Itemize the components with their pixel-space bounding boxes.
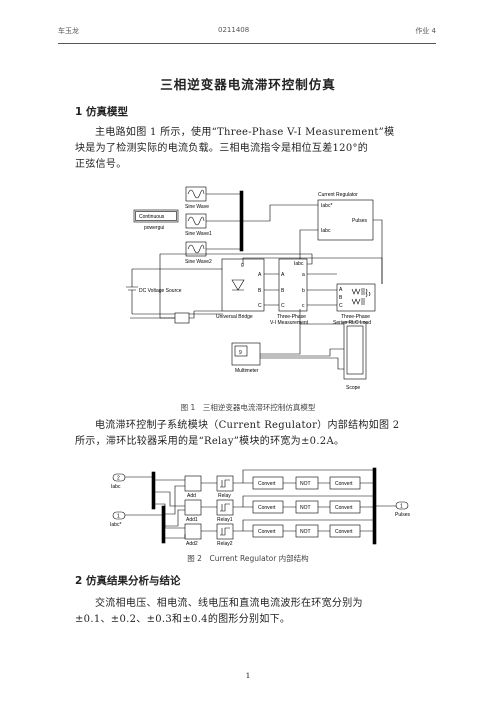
inport-2-number: 2 [117, 476, 120, 482]
vi-port-b: B [281, 288, 285, 294]
add2-label: Add2 [186, 541, 198, 547]
header-assignment: 作业 4 [415, 27, 436, 35]
inport-1-name: Iabc* [110, 522, 121, 528]
page-number: 1 [245, 671, 251, 680]
section-1-heading: 1 仿真模型 [75, 106, 128, 118]
para-line: 所示，滞环比较器采用的是“Relay”模块的环宽为±0.2A。 [75, 436, 345, 447]
header-id: 0211408 [218, 26, 250, 34]
not-block: NOT [300, 505, 311, 511]
page-header: 车玉龙 0211408 作业 4 [58, 26, 436, 40]
load-port-a: A [339, 287, 343, 293]
current-regulator-label: Current Regulator [318, 192, 358, 198]
para-line: 主电路如图 1 所示，使用“Three-Phase V-I Measuremen… [95, 127, 395, 138]
multimeter-value: 9 [239, 350, 242, 356]
para-line: ±0.1、±0.2、±0.3和±0.4的图形分别如下。 [75, 614, 291, 625]
cr-input-iabc: Iabc [321, 228, 331, 234]
inport-1-number: 1 [117, 514, 120, 520]
convert-block: Convert [258, 481, 276, 487]
header-rule [58, 43, 436, 44]
figure-1-caption: 图 1 三相逆变器电流滞环控制仿真模型 [180, 403, 316, 412]
vi-iabc-port: Iabc [294, 261, 304, 267]
vi-port-c-out: c [302, 303, 305, 309]
cr-output-pulses: Pulses [352, 218, 368, 224]
figure-2-caption: 图 2 Current Regulator 内部结构 [187, 554, 309, 563]
add1-label: Add1 [186, 517, 198, 523]
vi-port-c: C [281, 303, 285, 309]
section-1-paragraph-2: 电流滞环控制子系统模块（Current Regulator）内部结构如图 2 所… [75, 418, 427, 450]
multimeter-label: Multimeter [235, 368, 259, 374]
powergui-name: powergui [144, 225, 164, 231]
outport-1-name: Pulses [395, 512, 411, 518]
convert-block: Convert [258, 529, 276, 535]
outport-1-number: 1 [400, 504, 403, 510]
bridge-port-g: g [241, 262, 244, 268]
vi-measurement-label-2: V-I Measurement [270, 320, 309, 326]
convert-block: Convert [335, 529, 353, 535]
cr-input-iabc-ref: Iabc* [321, 203, 332, 209]
scope-label: Scope [346, 385, 360, 391]
para-line: 电流滞环控制子系统模块（Current Regulator）内部结构如图 2 [95, 420, 400, 431]
not-block: NOT [300, 529, 311, 535]
section-2-paragraph: 交流相电压、相电流、线电压和直流电流波形在环宽分别为 ±0.1、±0.2、±0.… [75, 596, 427, 628]
sine-wave2-label: Sine Wave2 [185, 259, 212, 265]
powergui-mode: Continuous [139, 214, 165, 220]
relay2-label: Relay2 [217, 541, 233, 547]
bridge-port-c: C [258, 303, 262, 309]
load-port-b: B [339, 295, 343, 301]
bridge-port-b: B [258, 288, 262, 294]
dc-source-label: DC Voltage Source [139, 288, 182, 294]
convert-block: Convert [335, 505, 353, 511]
vi-port-a-out: a [302, 272, 305, 278]
sine-wave1-label: Sine Wave1 [185, 231, 212, 237]
figure-2-diagram: 2 Iabc 1 Iabc* Add Add1 Add2 Relay Relay… [110, 467, 411, 547]
para-line: 块是为了检测实际的电流负载。三相电流指令是相位互差120°的 [75, 143, 369, 154]
add-label: Add [187, 493, 196, 499]
convert-block: Convert [335, 481, 353, 487]
section-1-paragraph-1: 主电路如图 1 所示，使用“Three-Phase V-I Measuremen… [75, 125, 427, 173]
figure-1-diagram: Continuous powergui Sine Wave Sine Wave1… [126, 186, 383, 391]
load-port-c: C [339, 303, 343, 309]
section-2-heading: 2 仿真结果分析与结论 [75, 575, 181, 587]
relay-label: Relay [218, 493, 231, 499]
load-label-1: Three-Phase [341, 314, 370, 320]
convert-block: Convert [258, 505, 276, 511]
para-line: 正弦信号。 [75, 159, 127, 170]
para-line: 交流相电压、相电流、线电压和直流电流波形在环宽分别为 [95, 598, 363, 609]
relay1-label: Relay1 [217, 517, 233, 523]
sine-wave-label: Sine Wave [185, 204, 209, 210]
bridge-port-a: A [258, 272, 262, 278]
universal-bridge-label: Universal Bridge [216, 314, 253, 320]
header-author: 车玉龙 [58, 27, 79, 35]
vi-port-b-out: b [302, 288, 305, 294]
inport-2-name: Iabc [111, 484, 121, 490]
not-block: NOT [300, 481, 311, 487]
vi-port-a: A [281, 272, 285, 278]
vi-measurement-label-1: Three-Phase [277, 314, 306, 320]
document-title: 三相逆变器电流滞环控制仿真 [160, 77, 336, 92]
load-label-2: Series RLC Load [333, 320, 371, 326]
